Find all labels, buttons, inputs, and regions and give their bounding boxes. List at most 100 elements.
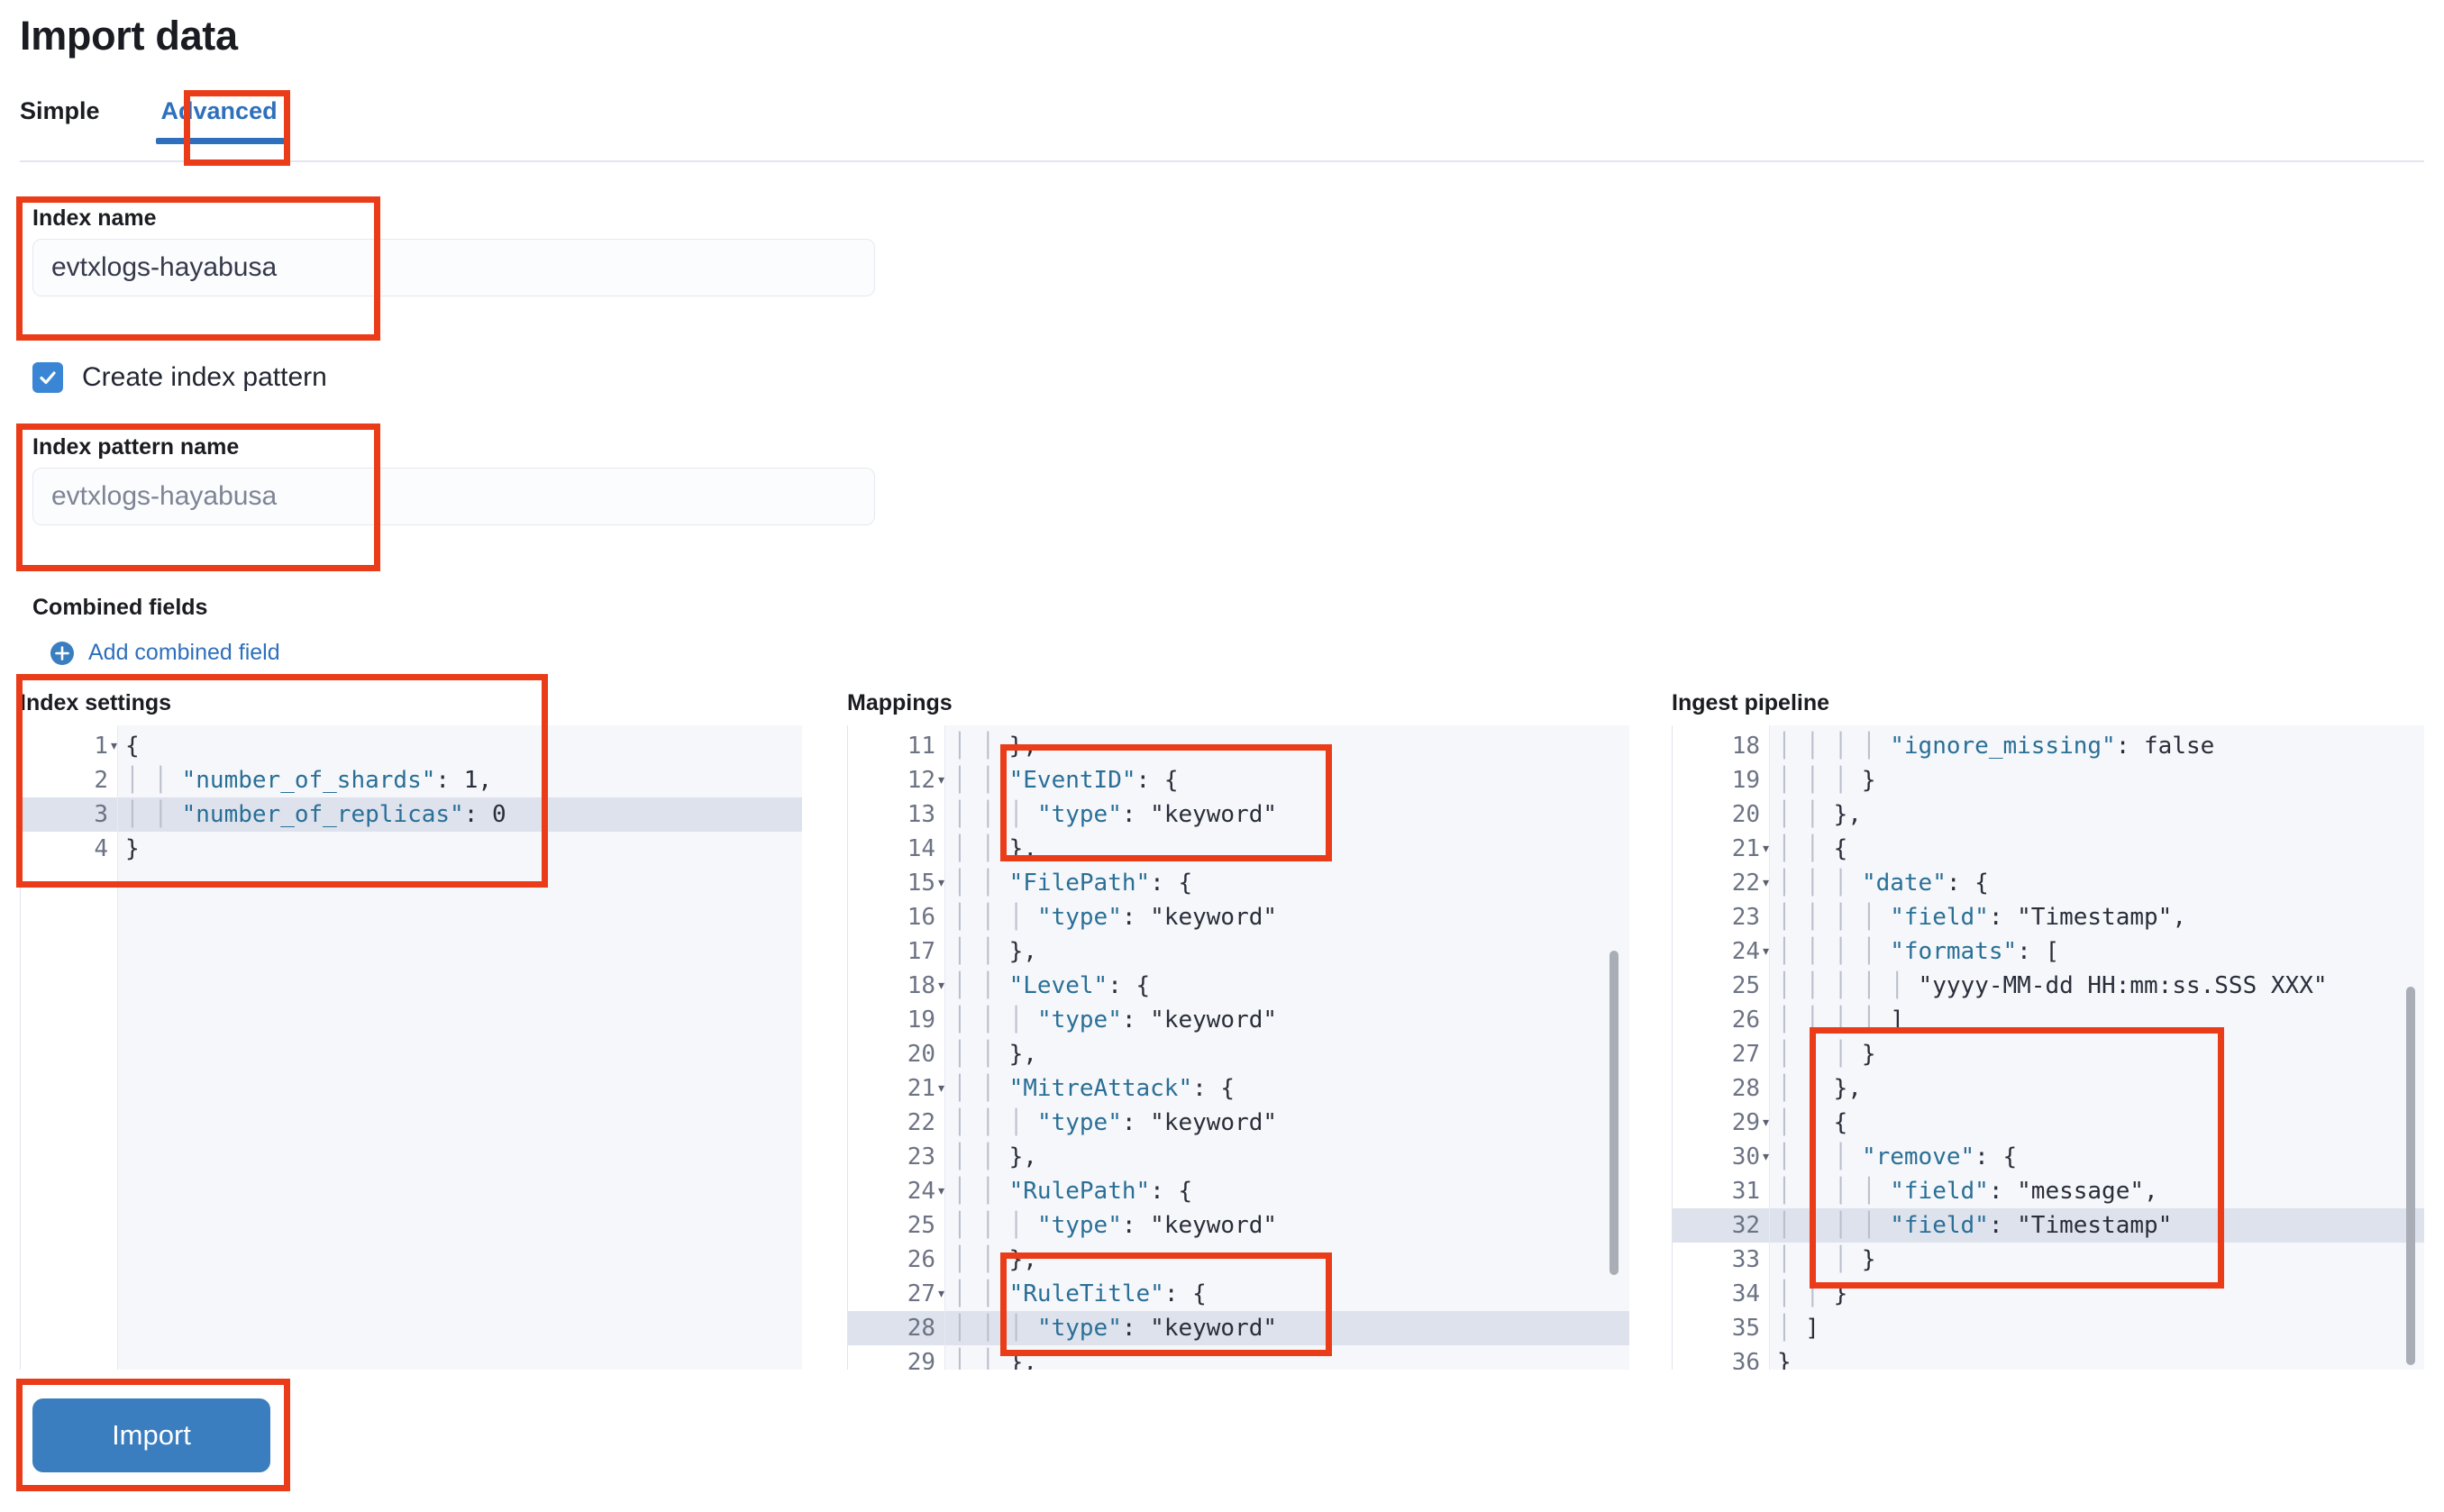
line-number: 25 — [907, 1212, 935, 1239]
line-number: 16 — [907, 904, 935, 931]
line-number: 24▾ — [1673, 934, 1771, 969]
line-number: 15▾ — [848, 866, 946, 900]
line-number: 21▾ — [1673, 832, 1771, 866]
code-line: │ │ }, — [953, 1041, 1037, 1068]
line-number: 28 — [1731, 1075, 1760, 1102]
create-index-pattern-row[interactable]: Create index pattern — [32, 362, 327, 393]
line-number: 4 — [94, 835, 108, 862]
code-area[interactable]: │ │ │ │ "ignore_missing": false │ │ │ } │ … — [1770, 725, 2424, 1370]
line-number: 27 — [1731, 1041, 1760, 1068]
code-line: │ │ "Level": { — [953, 972, 1151, 999]
fold-caret-icon: ▾ — [936, 976, 946, 995]
code-line: │ │ │ │ │ "yyyy-MM-dd HH:mm:ss.SSS XXX" — [1777, 972, 2328, 999]
tab-bar: Simple Advanced — [20, 97, 310, 144]
add-combined-field-text: Add combined field — [88, 640, 280, 665]
import-button[interactable]: Import — [32, 1398, 270, 1472]
code-line: │ │ │ } — [1777, 767, 1876, 794]
line-number: 26 — [907, 1246, 935, 1273]
code-line: │ │ │ "remove": { — [1777, 1143, 2018, 1170]
index-pattern-name-label: Index pattern name — [32, 434, 240, 460]
code-line: │ │ │ "type": "keyword" — [953, 1212, 1278, 1239]
line-number: 18▾ — [848, 969, 946, 1003]
code-line: │ │ }, — [1777, 1075, 1862, 1102]
line-number: 29▾ — [1673, 1106, 1771, 1140]
line-number: 19 — [1731, 767, 1760, 794]
code-line: │ │ │ } — [1777, 1041, 1876, 1068]
line-number: 25 — [1731, 972, 1760, 999]
code-line: │ │ "RulePath": { — [953, 1178, 1193, 1205]
line-number: 17 — [907, 938, 935, 965]
create-index-pattern-checkbox[interactable] — [32, 362, 63, 393]
line-number: 22 — [907, 1109, 935, 1136]
code-line: } — [125, 835, 140, 862]
line-number: 18 — [1731, 733, 1760, 760]
fold-caret-icon: ▾ — [1761, 839, 1771, 858]
line-number: 22▾ — [1673, 866, 1771, 900]
combined-fields-label: Combined fields — [32, 595, 208, 620]
line-number: 12▾ — [848, 763, 946, 797]
line-number: 2 — [94, 767, 108, 794]
fold-caret-icon: ▾ — [1761, 1113, 1771, 1132]
code-line: │ │ "RuleTitle": { — [953, 1280, 1207, 1307]
index-settings-label: Index settings — [20, 690, 172, 715]
line-number: 26 — [1731, 1006, 1760, 1034]
code-line: │ ] — [1777, 1315, 1819, 1342]
tab-divider — [20, 160, 2424, 162]
code-line: │ │ }, — [953, 733, 1037, 760]
index-pattern-name-input[interactable]: evtxlogs-hayabusa — [32, 468, 875, 525]
vertical-scrollbar[interactable] — [2406, 987, 2415, 1365]
code-line: │ │ │ "type": "keyword" — [953, 1006, 1278, 1034]
line-number: 14 — [907, 835, 935, 862]
code-line: │ │ { — [1777, 1109, 1848, 1136]
line-number: 29 — [907, 1349, 935, 1370]
code-line: │ │ │ │ "field": "Timestamp" — [1770, 1208, 2424, 1243]
line-number: 23 — [907, 1143, 935, 1170]
tab-simple[interactable]: Simple — [20, 97, 100, 124]
fold-caret-icon: ▾ — [1761, 873, 1771, 892]
fold-caret-icon: ▾ — [936, 1079, 946, 1098]
code-line: │ │ │ "date": { — [1777, 870, 1989, 897]
line-number: 21▾ — [848, 1071, 946, 1106]
mappings-label: Mappings — [847, 690, 953, 715]
fold-caret-icon: ▾ — [1761, 942, 1771, 961]
line-number: 35 — [1731, 1315, 1760, 1342]
line-number: 20 — [907, 1041, 935, 1068]
line-number: 23 — [1731, 904, 1760, 931]
code-line: │ │ "number_of_replicas": 0 — [118, 797, 802, 832]
fold-caret-icon: ▾ — [1761, 1147, 1771, 1166]
line-number: 20 — [1731, 801, 1760, 828]
fold-caret-icon: ▾ — [109, 736, 119, 755]
code-line: │ │ }, — [953, 1246, 1037, 1273]
page-title: Import data — [20, 13, 238, 59]
ingest-pipeline-label: Ingest pipeline — [1672, 690, 1830, 715]
code-line: │ │ │ │ "ignore_missing": false — [1777, 733, 2215, 760]
code-line: │ │ }, — [953, 1349, 1037, 1370]
code-area[interactable]: {│ │ "number_of_shards": 1,│ │ "number_o… — [118, 725, 802, 1370]
code-area[interactable]: │ │ }, │ │ "EventID": { │ │ │ "type": "key… — [945, 725, 1629, 1370]
add-combined-field-link[interactable]: Add combined field — [50, 640, 280, 666]
code-line: │ │ }, — [953, 938, 1037, 965]
code-line: │ │ } — [1777, 1280, 1848, 1307]
tab-advanced[interactable]: Advanced — [129, 97, 310, 144]
line-number: 11 — [907, 733, 935, 760]
fold-caret-icon: ▾ — [936, 1284, 946, 1303]
code-line: │ │ │ } — [1777, 1246, 1876, 1273]
code-line: │ │ │ "type": "keyword" — [953, 801, 1278, 828]
code-line: │ │ }, — [1777, 801, 1862, 828]
fold-caret-icon: ▾ — [936, 873, 946, 892]
line-number: 34 — [1731, 1280, 1760, 1307]
code-line: │ │ "EventID": { — [953, 767, 1179, 794]
code-line: │ │ { — [1777, 835, 1848, 862]
line-number: 31 — [1731, 1178, 1760, 1205]
index-name-label: Index name — [32, 205, 157, 231]
index-name-input[interactable]: evtxlogs-hayabusa — [32, 239, 875, 296]
code-line: │ │ │ │ "formats": [ — [1777, 938, 2060, 965]
vertical-scrollbar[interactable] — [1610, 951, 1619, 1275]
line-number: 24▾ — [848, 1174, 946, 1208]
